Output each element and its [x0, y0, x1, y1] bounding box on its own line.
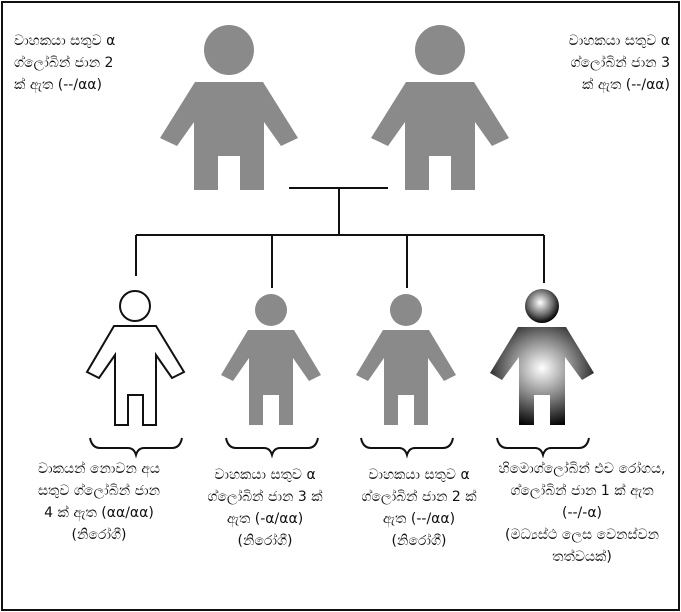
child-1-label: වාකයන් නොවන අය සතුව ග්ලෝබින් ජාන 4 ක් ඇත…: [37, 461, 161, 543]
child-braces: [89, 437, 590, 459]
parent-figure-2: [371, 25, 509, 190]
child-figure-4-affected: [490, 289, 594, 425]
family-tree-lines: [135, 187, 545, 288]
child-2-label: වාහකයා සතුව α ග්ලෝබින් ජාන 3 ක් ඇත (-α/α…: [207, 467, 323, 549]
child-figure-2: [221, 294, 321, 425]
child-3-label: වාහකයා සතුව α ග්ලෝබින් ජාන 2 ක් ඇත (--/α…: [361, 467, 477, 549]
parent-figure-1: [160, 25, 298, 190]
child-figure-3: [356, 294, 456, 425]
child-4-label: හිමොග්ලෝබින් එච රෝගය, ග්ලෝබින් ජාන 1 ක් …: [498, 461, 666, 565]
parent-1-label: වාහකයා සතුව α ග්ලෝබින් ජාන 2 ක් ඇත (--/α…: [14, 33, 116, 93]
child-figure-1: [85, 290, 186, 426]
parent-2-label: වාහකයා සතුව α ග්ලෝබින් ජාන 3 ක් ඇත (--/α…: [568, 33, 670, 93]
